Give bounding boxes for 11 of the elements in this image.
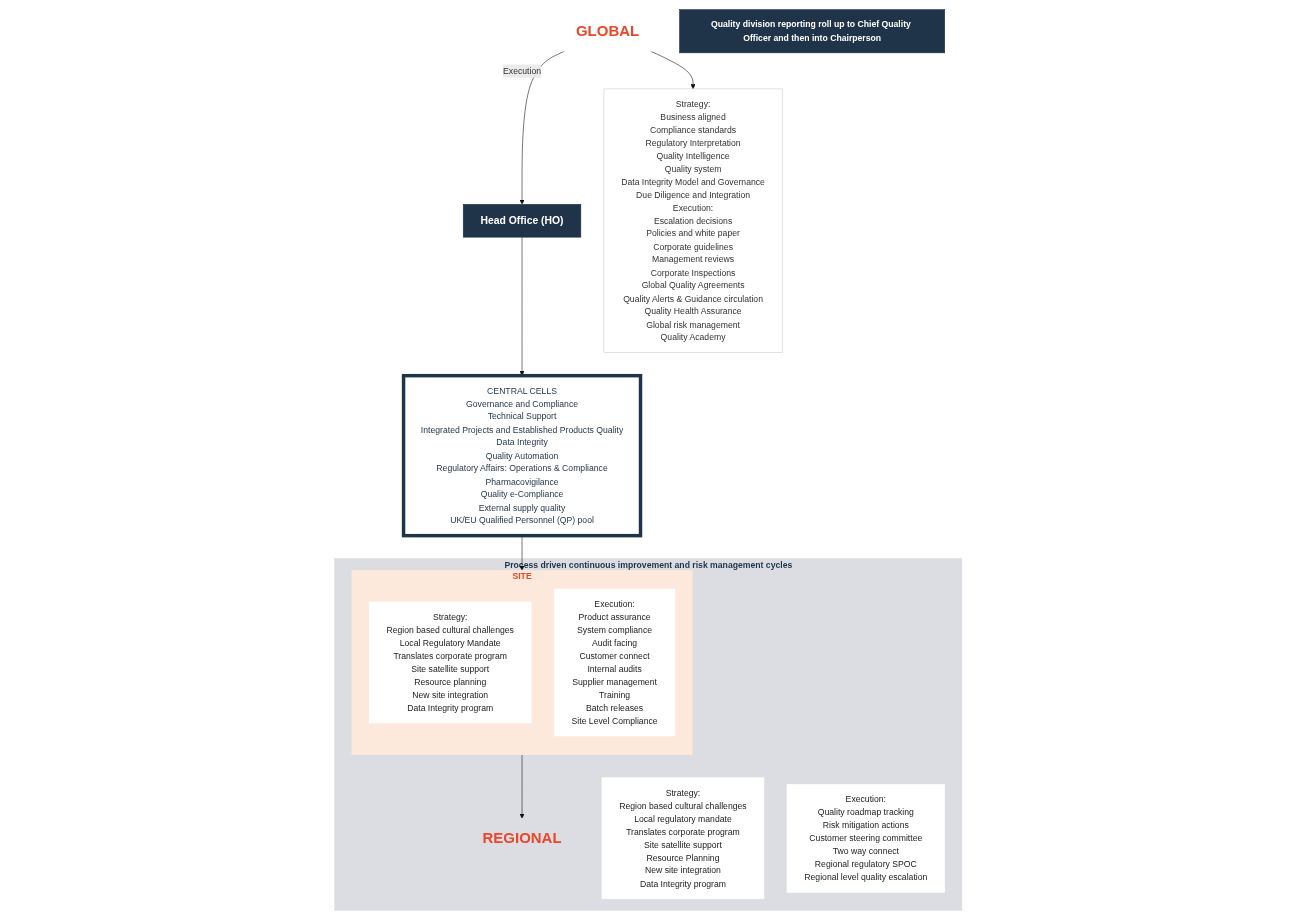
node-box: Strategy: Region based cultural challenges Local Regulatory Mandate Translates corporate program Site satellite support Resource planning New site integration Data Integrity program: [369, 601, 532, 724]
node-box: Strategy: Business aligned Compliance standards Regulatory Interpretation Quality Intelligence Quality system Data Integrity Model and Governance Due Diligence and Integration Execution: Escalation decisions Policies and white paper Corporate guidelines Management reviews Corporate Inspections Global Quality Agreements Quality Alerts & Guidance circulation Quality Health Assurance Global risk management Quality Academy: [603, 88, 783, 353]
node-text: REGIONAL: [482, 829, 562, 847]
node-text: GLOBAL: [576, 22, 640, 40]
node-box: Head Office (HO): [463, 204, 582, 238]
node-box: Strategy: Region based cultural challenges Local regulatory mandate Translates corporate program Site satellite support Resource Planning New site integration Data Integrity program: [601, 777, 765, 900]
node-box: CENTRAL CELLS Governance and Compliance Technical Support Integrated Projects and Established Products Quality Data Integrity Quality Automation Regulatory Affairs: Operations & Compliance Pharmacovigilance Quality e-Compliance External supply quality UK/EU Qualified Personnel (QP) pool: [402, 373, 643, 538]
edge-label: Execution: [503, 65, 542, 76]
node-box: Execution: Quality roadmap tracking Risk mitigation actions Customer steering committee Two way connect Regional regulatory SPOC Regional level quality escalation: [786, 784, 946, 893]
node-box: Quality division reporting roll up to Chief Quality Officer and then into Chairperson: [679, 9, 946, 54]
node-box: Execution: Product assurance System compliance Audit facing Customer connect Internal audits Supplier management Training Batch releases Site Level Compliance: [554, 588, 676, 737]
